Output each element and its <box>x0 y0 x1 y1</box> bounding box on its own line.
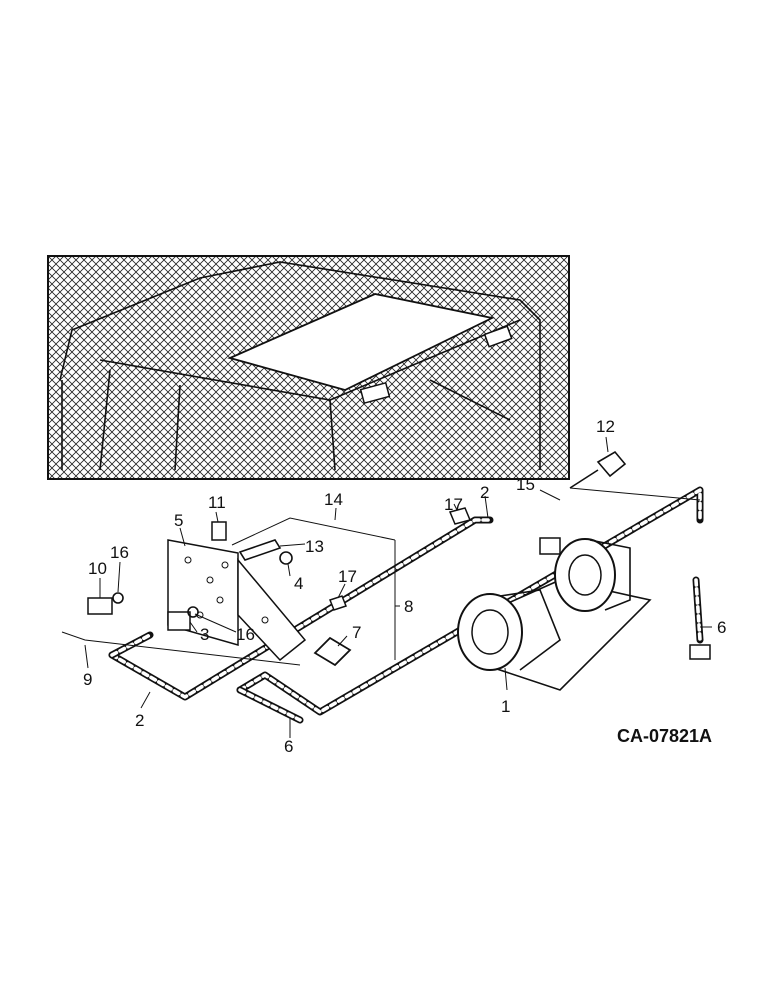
connector-2-top <box>539 537 561 555</box>
nut-4 <box>279 551 293 565</box>
blower-assembly <box>457 538 652 691</box>
cab-roof-inset <box>47 255 570 480</box>
bracket-line-14 <box>231 517 396 546</box>
switch-3 <box>167 606 199 631</box>
control-12 <box>569 450 701 501</box>
wiring-harness <box>108 486 704 724</box>
callout-6-bottom: 6 <box>284 737 293 756</box>
callout-labels: 1 2 2 3 4 5 6 6 7 8 9 10 11 12 13 14 15 … <box>83 417 726 756</box>
callout-17-top: 17 <box>444 495 463 514</box>
callout-2-top: 2 <box>480 483 489 502</box>
callout-9: 9 <box>83 670 92 689</box>
leader-lines <box>84 436 712 738</box>
callout-2-bottom: 2 <box>135 711 144 730</box>
callout-16-right: 16 <box>236 625 255 644</box>
knob-11 <box>211 521 227 541</box>
callout-1: 1 <box>501 697 510 716</box>
callout-8: 8 <box>404 597 413 616</box>
drawing-reference: CA-07821A <box>617 726 712 746</box>
callout-14: 14 <box>324 490 343 509</box>
callout-7: 7 <box>352 623 361 642</box>
callout-6-right: 6 <box>717 618 726 637</box>
callout-13: 13 <box>305 537 324 556</box>
callout-15: 15 <box>516 475 535 494</box>
bracket-line-9 <box>61 631 301 666</box>
callout-17-mid: 17 <box>338 567 357 586</box>
terminal-6-end <box>689 644 711 660</box>
callout-12: 12 <box>596 417 615 436</box>
callout-3: 3 <box>200 625 209 644</box>
fitting-13 <box>238 539 282 561</box>
callout-11: 11 <box>208 493 226 512</box>
callout-4: 4 <box>294 574 303 593</box>
callout-16-left: 16 <box>110 543 129 562</box>
connector-7 <box>313 636 352 667</box>
callout-5: 5 <box>174 511 183 530</box>
switch-10 <box>87 592 124 615</box>
callout-10: 10 <box>88 559 107 578</box>
